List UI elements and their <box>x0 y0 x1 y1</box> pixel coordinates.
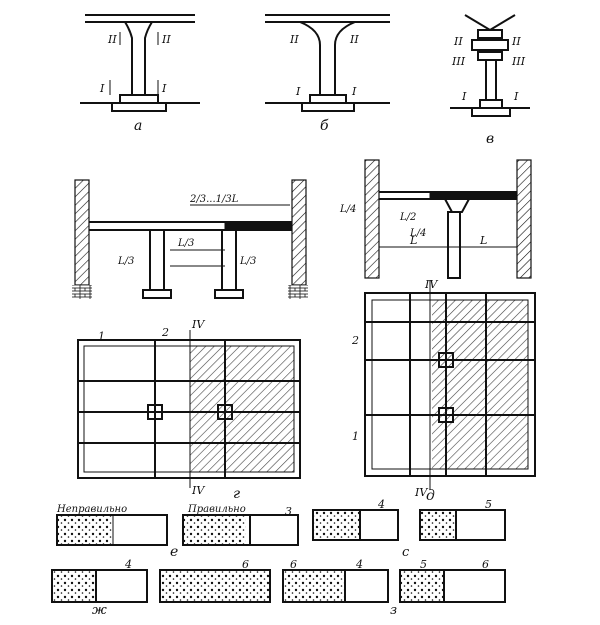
joint-detail-z-5-6 <box>399 569 506 603</box>
joint-detail-z-6-4 <box>282 569 389 603</box>
plan-g <box>77 330 301 488</box>
section-I-label-a2: I <box>161 82 167 95</box>
joint-detail-e-right <box>182 514 299 546</box>
joint-detail-e-wrong <box>56 514 168 546</box>
callout-1-d: 1 <box>352 430 359 443</box>
label-wrong: Неправильно <box>56 504 127 515</box>
frame-section-left <box>72 179 308 299</box>
callout-1-g: 1 <box>98 330 105 343</box>
section-II-label-a: II <box>107 33 117 46</box>
dim-L3-c: L/3 <box>239 256 256 267</box>
callout-2-g: 2 <box>161 326 169 339</box>
section-I-label-b2: I <box>351 85 357 98</box>
frame-section-right <box>364 159 532 279</box>
panel-label-s: с <box>402 545 410 560</box>
section-IV-label-g2: IV <box>191 484 205 497</box>
callout-2-d: 2 <box>351 334 359 347</box>
callout-4-z: 4 <box>355 558 363 571</box>
dim-span-2-3: 2/3...1/3L <box>189 194 239 205</box>
section-IV-label-g: IV <box>191 318 205 331</box>
section-II-label-v: II <box>453 35 463 48</box>
dim-L-b: L <box>479 234 487 247</box>
callout-4-s: 4 <box>377 498 385 511</box>
callout-4-zh: 4 <box>124 558 132 571</box>
callout-5-z: 5 <box>420 558 427 571</box>
dim-L2: L/2 <box>399 212 416 223</box>
panel-label-e: е <box>170 544 178 560</box>
dim-L4-a: L/4 <box>339 204 356 215</box>
plan-d <box>364 280 536 490</box>
panel-label-d: д <box>426 488 435 504</box>
callout-6-z2: 6 <box>482 558 489 571</box>
panel-label-a: а <box>134 118 142 134</box>
callout-6-zh: 6 <box>242 558 249 571</box>
joint-detail-zh-6 <box>159 569 271 603</box>
section-I-label-v2: I <box>513 90 519 103</box>
label-right: Правильно <box>187 504 246 515</box>
callout-6-z: 6 <box>290 558 297 571</box>
panel-label-g: г <box>233 486 240 502</box>
callout-3: 3 <box>285 505 292 518</box>
section-I-label-v: I <box>461 90 467 103</box>
column-elevation-v <box>450 14 530 117</box>
section-II-label-a2: II <box>161 33 171 46</box>
joint-detail-zh-4 <box>51 569 148 603</box>
panel-label-b: б <box>320 118 329 134</box>
panel-label-z: з <box>390 603 397 618</box>
section-II-label-v2: II <box>511 35 521 48</box>
dim-L3-a: L/3 <box>177 238 194 249</box>
section-IV-label-d2: IV <box>414 486 428 499</box>
section-I-label-a: I <box>99 82 105 95</box>
dim-L4-b: L/4 <box>409 228 426 239</box>
panel-label-zh: ж <box>92 603 107 618</box>
dim-L-a: L <box>409 234 417 247</box>
joint-detail-s-5 <box>419 509 506 541</box>
section-IV-label-d: IV <box>424 278 438 291</box>
panel-label-v: в <box>486 131 494 147</box>
column-elevation-b <box>265 14 390 112</box>
joint-detail-s-4 <box>312 509 399 541</box>
section-II-label-b2: II <box>349 33 359 46</box>
section-I-label-b: I <box>295 85 301 98</box>
dim-L3-b: L/3 <box>117 256 134 267</box>
section-III-label-v: III <box>451 55 466 68</box>
callout-5-s: 5 <box>485 498 492 511</box>
section-III-label-v2: III <box>511 55 526 68</box>
section-II-label-b: II <box>289 33 299 46</box>
column-elevation-a <box>80 14 200 112</box>
